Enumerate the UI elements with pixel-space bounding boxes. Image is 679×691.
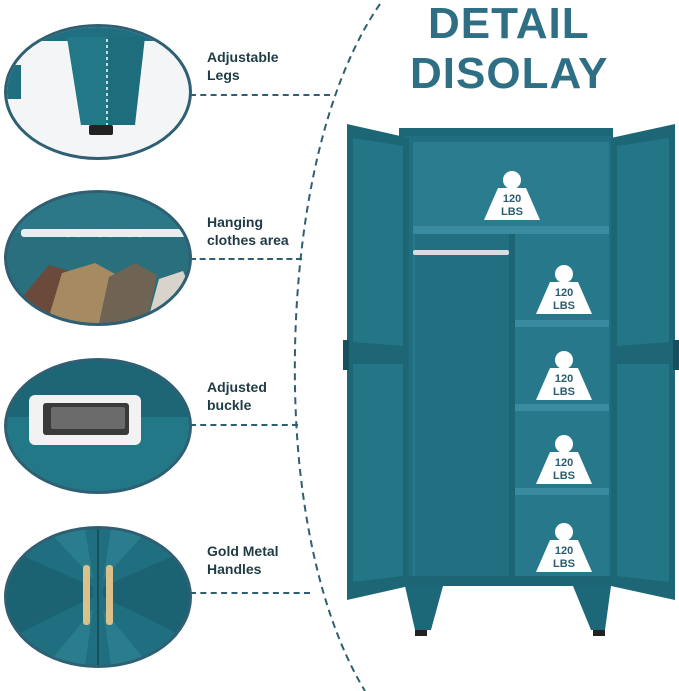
feature-label-handles: Gold Metal Handles [207,542,279,578]
callout-connector-handles [190,592,310,594]
callout-connector-legs [190,94,330,96]
weight-badge-shelf-2: 120 LBS [536,351,592,400]
feature-label-buckle: Adjusted buckle [207,378,267,414]
weight-badge-shelf-2-unit: LBS [553,386,575,398]
feature-label-buckle-line2: buckle [207,397,252,413]
weight-badge-shelf-3-unit: LBS [553,470,575,482]
callout-connector-buckle [190,424,298,426]
weight-badge-shelf-1-value: 120 [555,287,573,299]
weight-badge-shelf-4: 120 LBS [536,523,592,572]
weight-badge-shelf-1-unit: LBS [553,300,575,312]
weight-badge-shelf-3-value: 120 [555,457,573,469]
feature-label-clothes-line1: Hanging [207,214,263,230]
weight-badge-shelf-3: 120 LBS [536,435,592,484]
feature-label-legs: Adjustable Legs [207,48,279,84]
feature-label-legs-line2: Legs [207,67,240,83]
feature-label-buckle-line1: Adjusted [207,379,267,395]
feature-label-legs-line1: Adjustable [207,49,279,65]
weight-badge-top-unit: LBS [501,206,523,218]
callout-adjustable-legs [4,24,192,160]
feature-label-handles-line2: Handles [207,561,262,577]
callout-connector-clothes [190,258,302,260]
title-line-2: DISOLAY [410,49,609,98]
weight-badge-shelf-4-unit: LBS [553,558,575,570]
feature-label-handles-line1: Gold Metal [207,543,279,559]
weight-badge-shelf-1: 120 LBS [536,265,592,314]
weight-badge-shelf-4-value: 120 [555,545,573,557]
callout-hanging-clothes [4,190,192,326]
title-line-1: DETAIL [428,0,590,48]
feature-label-clothes: Hanging clothes area [207,213,289,249]
feature-label-clothes-line2: clothes area [207,232,289,248]
weight-badge-top: 120 LBS [484,171,540,220]
callout-gold-handles [4,526,192,668]
weight-badge-top-value: 120 [503,193,521,205]
weight-badge-shelf-2-value: 120 [555,373,573,385]
